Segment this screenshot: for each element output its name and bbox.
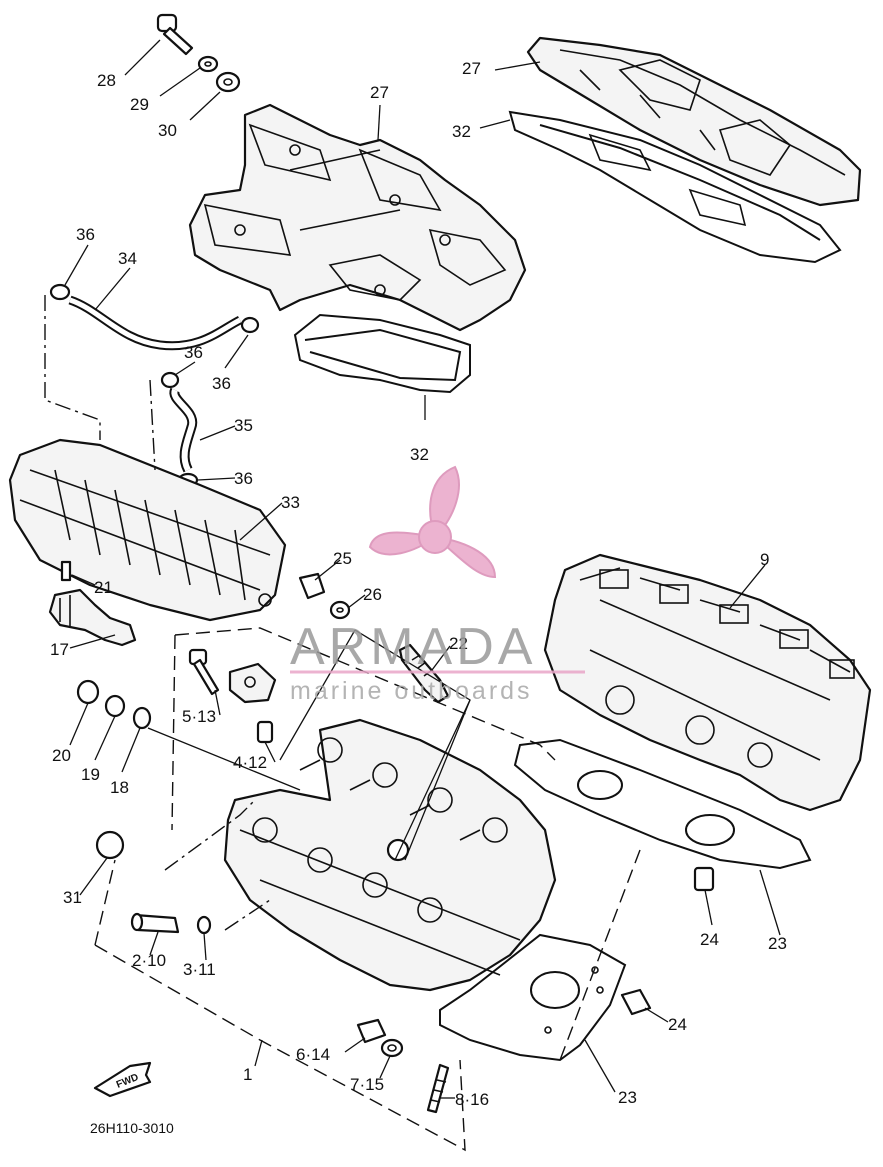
oring-3-11[interactable] [196, 915, 212, 935]
cylinder-head-cover-gasket-front[interactable] [293, 313, 471, 394]
cylinder-head-lower[interactable] [223, 718, 557, 992]
callout-32-front: 32 [410, 445, 429, 464]
cylinder-head-gasket-lower[interactable] [439, 933, 627, 1062]
callout-2-10: 2·10 [132, 951, 166, 970]
callout-25: 25 [333, 549, 352, 568]
callout-23-lower: 23 [618, 1088, 637, 1107]
oring-19[interactable] [104, 694, 126, 718]
callout-1: 1 [243, 1065, 252, 1084]
screw-21[interactable] [60, 560, 72, 582]
breather-hose-lower[interactable] [169, 387, 198, 473]
watermark-brand: ARMADA [290, 618, 536, 676]
callout-27-rear: 27 [462, 59, 481, 78]
pin-2-10[interactable] [130, 912, 180, 934]
watermark-tagline: marine outboards [290, 677, 533, 705]
callout-26: 26 [363, 585, 382, 604]
cylinder-head-assembly[interactable] [543, 553, 872, 812]
cam-sprocket-guide[interactable] [228, 662, 277, 704]
sensor-17[interactable] [48, 588, 137, 647]
callout-9: 9 [760, 550, 769, 569]
callout-4-12: 4·12 [233, 753, 267, 772]
bolt-28[interactable] [156, 13, 194, 56]
oring-20[interactable] [76, 679, 100, 705]
callout-24-lower: 24 [668, 1015, 687, 1034]
callout-36-a: 36 [76, 225, 95, 244]
callout-8-16: 8·16 [455, 1090, 489, 1109]
callout-27-front: 27 [370, 83, 389, 102]
callout-29: 29 [130, 95, 149, 114]
callout-6-14: 6·14 [296, 1045, 330, 1064]
cylinder-head-cover-front[interactable] [188, 103, 527, 332]
callout-19: 19 [81, 765, 100, 784]
cylinder-head-gasket-upper[interactable] [513, 738, 812, 870]
callout-7-15: 7·15 [350, 1075, 384, 1094]
grommet-30[interactable] [215, 71, 241, 93]
dowel-24-right[interactable] [693, 866, 715, 892]
sleeve-4-12[interactable] [256, 720, 274, 744]
washer-7-15[interactable] [380, 1038, 404, 1058]
dowel-24-lower[interactable] [620, 988, 652, 1016]
callout-3-11: 3·11 [183, 960, 216, 979]
plug-6-14[interactable] [356, 1018, 387, 1044]
callout-30: 30 [158, 121, 177, 140]
breather-cover[interactable] [8, 438, 287, 622]
callout-20: 20 [52, 746, 71, 765]
forward-direction-arrow: FWD [93, 1061, 152, 1098]
callout-36-b: 36 [184, 343, 203, 362]
leader-lines [64, 39, 781, 1099]
cylinder-head-cover-rear[interactable] [526, 36, 862, 207]
callout-17: 17 [50, 640, 69, 659]
callout-36-d: 36 [234, 469, 253, 488]
callout-5-13: 5·13 [182, 707, 216, 726]
callout-labels: 28 29 30 27 27 32 32 36 34 36 36 35 36 3… [50, 59, 787, 1109]
callout-28: 28 [97, 71, 116, 90]
callout-31: 31 [63, 888, 82, 907]
oring-18[interactable] [132, 706, 152, 730]
watermark: ARMADA marine outboards [290, 465, 585, 705]
drawing-code: 26H110-3010 [90, 1120, 174, 1136]
propeller-logo-icon [368, 465, 497, 579]
callout-24-right: 24 [700, 930, 719, 949]
callout-32-rear: 32 [452, 122, 471, 141]
callout-21: 21 [94, 578, 113, 597]
callout-23-upper: 23 [768, 934, 787, 953]
callout-33: 33 [281, 493, 300, 512]
plug-25[interactable] [298, 572, 326, 600]
callout-35: 35 [234, 416, 253, 435]
assembly-guide-lines [44, 295, 641, 1152]
callout-34: 34 [118, 249, 137, 268]
callout-22: 22 [449, 634, 468, 653]
hose-clamp-c[interactable] [160, 371, 180, 389]
bolt-5-13[interactable] [188, 648, 220, 696]
hose-clamp-b[interactable] [240, 316, 260, 334]
callout-36-c: 36 [212, 374, 231, 393]
breather-hose-upper[interactable] [68, 295, 243, 351]
washer-29[interactable] [197, 55, 219, 73]
plug-31[interactable] [95, 830, 125, 860]
cylinder-head-cover-gasket-rear[interactable] [508, 110, 842, 264]
hose-clamp-a[interactable] [49, 283, 71, 301]
callout-18: 18 [110, 778, 129, 797]
stud-8-16[interactable] [426, 1063, 450, 1114]
washer-26[interactable] [329, 600, 351, 620]
